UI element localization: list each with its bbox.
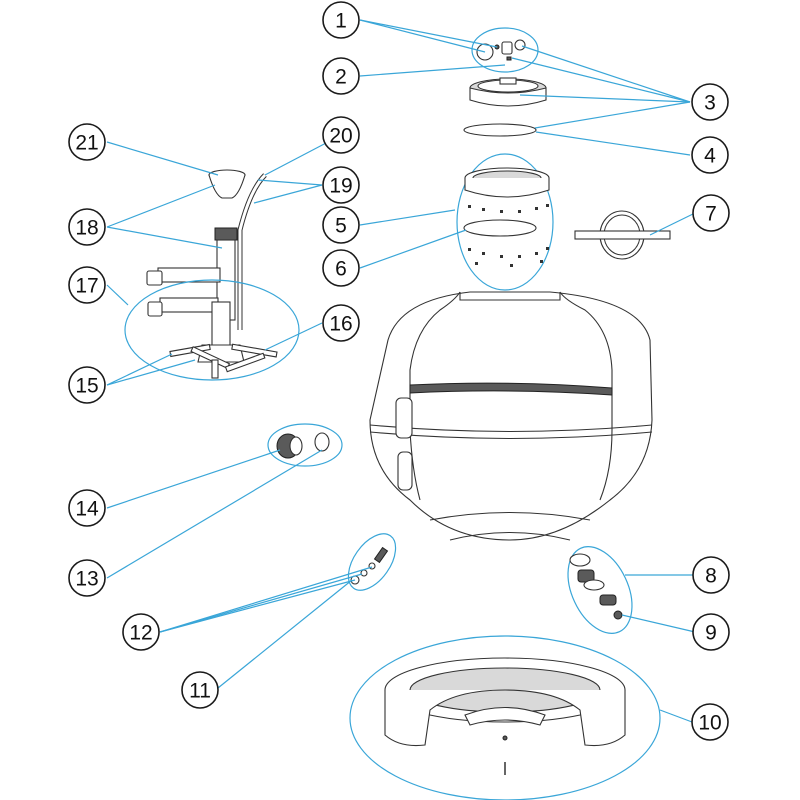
- part-drain-group: [567, 546, 633, 634]
- part-funnel: [208, 169, 246, 199]
- callout-number: 7: [705, 203, 717, 226]
- callout-4: 4: [691, 136, 729, 174]
- callout-3: 3: [691, 83, 729, 121]
- callout-circle: [68, 266, 106, 304]
- callout-number: 6: [335, 258, 347, 281]
- callout-number: 8: [705, 565, 717, 588]
- callout-number: 19: [329, 175, 352, 198]
- callout-12: 12: [122, 613, 160, 651]
- callout-5: 5: [322, 206, 360, 244]
- callout-circle: [322, 249, 360, 287]
- callout-circle: [322, 116, 360, 154]
- callout-number: 2: [335, 66, 347, 89]
- callout-circle: [122, 613, 160, 651]
- callout-17: 17: [68, 266, 106, 304]
- callout-circle: [68, 559, 106, 597]
- leader-lines: [106, 19, 696, 723]
- callout-number: 11: [189, 680, 211, 703]
- callout-circle: [322, 304, 360, 342]
- callout-circle: [692, 613, 730, 651]
- callout-number: 3: [704, 92, 716, 115]
- callout-circle: [68, 366, 106, 404]
- callout-number: 12: [129, 622, 152, 645]
- callout-circle: [322, 206, 360, 244]
- callout-2: 2: [322, 57, 360, 95]
- callout-circle: [322, 1, 360, 39]
- callout-number: 5: [335, 215, 347, 238]
- callout-circle: [68, 489, 106, 527]
- part-air-tube: [237, 173, 267, 330]
- callout-1: 1: [322, 1, 360, 39]
- part-union-group: [267, 423, 343, 467]
- callout-circle: [181, 671, 219, 709]
- callout-20: 20: [322, 116, 360, 154]
- callout-16: 16: [322, 304, 360, 342]
- callout-11: 11: [181, 671, 219, 709]
- part-valve-fittings: [347, 533, 397, 591]
- callout-number: 10: [698, 712, 721, 735]
- callout-number: 15: [75, 375, 98, 398]
- callout-circle: [322, 57, 360, 95]
- callout-number: 18: [75, 217, 98, 240]
- callout-6: 6: [322, 249, 360, 287]
- callout-8: 8: [692, 556, 730, 594]
- callout-number: 4: [704, 145, 716, 168]
- part-o-ring-4: [463, 123, 537, 137]
- callout-number: 21: [75, 132, 98, 155]
- callout-19: 19: [322, 166, 360, 204]
- callout-9: 9: [692, 613, 730, 651]
- part-base: [349, 635, 661, 800]
- callout-circle: [68, 208, 106, 246]
- callout-number: 1: [335, 10, 347, 33]
- callout-18: 18: [68, 208, 106, 246]
- callout-14: 14: [68, 489, 106, 527]
- part-collector-pipe: [124, 227, 300, 381]
- callout-number: 20: [329, 125, 352, 148]
- callout-circle: [691, 703, 729, 741]
- callout-circle: [692, 556, 730, 594]
- part-small-fittings: [471, 27, 539, 73]
- callout-circle: [692, 194, 730, 232]
- callout-7: 7: [692, 194, 730, 232]
- callout-21: 21: [68, 123, 106, 161]
- part-tank: [369, 291, 653, 541]
- part-lid-collar-group: [456, 153, 554, 291]
- part-key: [574, 210, 671, 260]
- callout-10: 10: [691, 703, 729, 741]
- part-lid: [469, 77, 547, 107]
- callout-number: 17: [75, 275, 98, 298]
- callout-circle: [322, 166, 360, 204]
- callout-number: 13: [75, 568, 98, 591]
- callout-circle: [691, 136, 729, 174]
- callout-15: 15: [68, 366, 106, 404]
- callout-number: 16: [329, 313, 352, 336]
- callout-circle: [691, 83, 729, 121]
- callout-circle: [68, 123, 106, 161]
- callout-13: 13: [68, 559, 106, 597]
- callout-number: 14: [75, 498, 99, 521]
- callout-number: 9: [705, 622, 717, 645]
